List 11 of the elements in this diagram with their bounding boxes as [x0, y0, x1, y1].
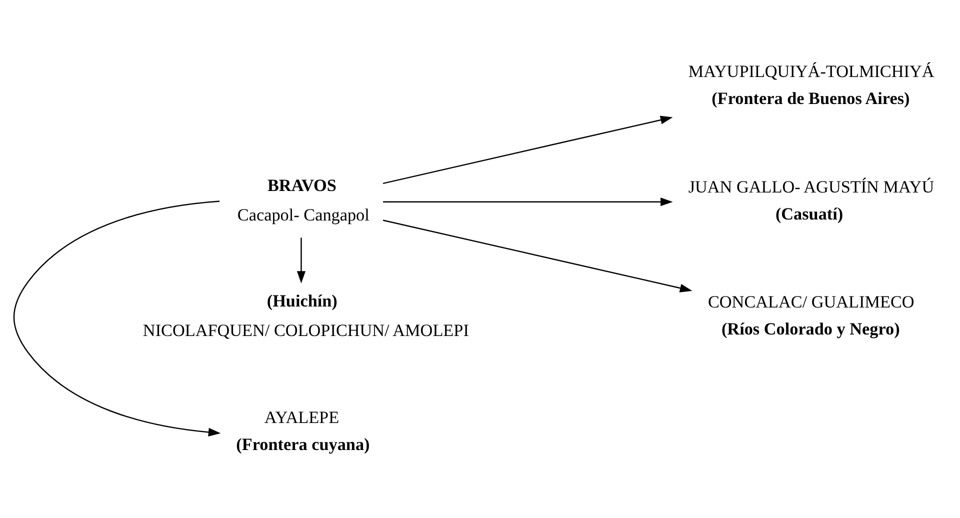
arrow [382, 115, 673, 184]
arrow [382, 219, 692, 292]
arrow [383, 197, 673, 206]
node-text: (Huichín) NICOLAFQUEN/ COLOPICHUN/ AMOLEPI [142, 290, 469, 340]
node-text: JUAN GALLO- AGUSTÍN MAYÚ (Casuatí) [688, 176, 934, 223]
arrow [296, 237, 306, 283]
node-text: BRAVOS Cacapol- Cangapol [237, 176, 370, 224]
arrow [14, 200, 221, 436]
node-text: CONCALAC/ GUALIMECO (Ríos Colorado y Negro) [708, 292, 914, 338]
node-text: AYALEPE (Frontera cuyana) [236, 407, 370, 454]
node-text: MAYUPILQUIYÁ-TOLMICHIYÁ (Frontera de Buenos Aires) [688, 61, 934, 108]
